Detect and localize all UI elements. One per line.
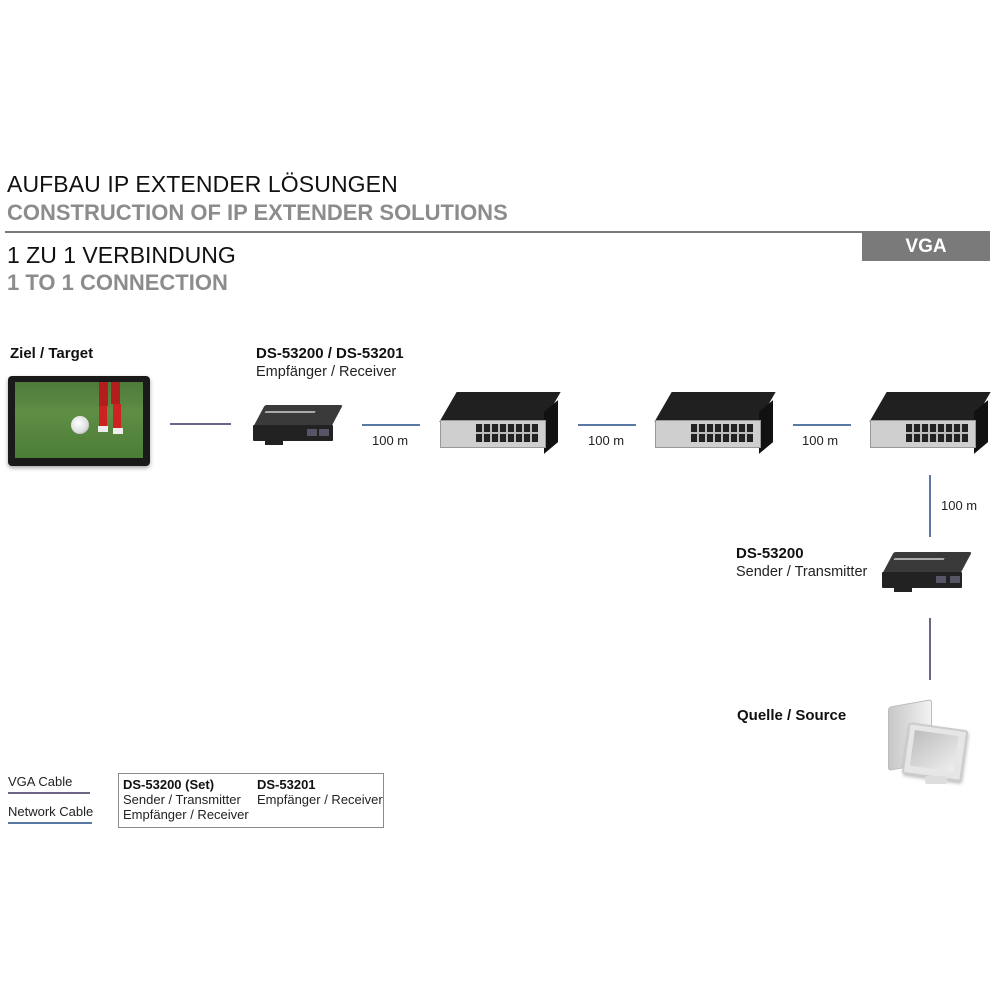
target-label: Ziel / Target bbox=[10, 345, 94, 362]
vga-cable-source bbox=[929, 618, 931, 680]
network-switch-icon bbox=[439, 392, 561, 456]
receiver-extender-icon bbox=[253, 405, 343, 445]
subtitle-english: 1 TO 1 CONNECTION bbox=[7, 270, 228, 295]
title-german: AUFBAU IP EXTENDER LÖSUNGEN bbox=[7, 171, 398, 197]
legend-vga-cable: VGA Cable bbox=[8, 774, 73, 789]
vga-badge: VGA bbox=[862, 232, 990, 261]
monitor-icon bbox=[8, 376, 150, 466]
legend-product-1-line-1: Sender / Transmitter bbox=[123, 792, 241, 807]
network-switch-icon bbox=[869, 392, 991, 456]
legend-vga-line bbox=[8, 792, 90, 794]
legend-product-1-model: DS-53200 (Set) bbox=[123, 777, 215, 792]
receiver-model: DS-53200 / DS-53201 bbox=[256, 345, 404, 362]
transmitter-role: Sender / Transmitter bbox=[736, 564, 868, 580]
source-label: Quelle / Source bbox=[737, 707, 847, 724]
title-english: CONSTRUCTION OF IP EXTENDER SOLUTIONS bbox=[7, 200, 508, 225]
vga-cable-target bbox=[170, 423, 231, 425]
legend-product-2-model: DS-53201 bbox=[257, 777, 316, 792]
distance-2: 100 m bbox=[588, 433, 625, 448]
pc-stand bbox=[925, 776, 947, 784]
legend-network-line bbox=[8, 822, 92, 824]
legend-product-1-line-2: Empfänger / Receiver bbox=[123, 807, 249, 822]
product-legend-box bbox=[118, 773, 384, 828]
pc-monitor-icon bbox=[901, 722, 969, 782]
transmitter-extender-icon bbox=[882, 552, 972, 592]
legend-product-2-line-1: Empfänger / Receiver bbox=[257, 792, 383, 807]
transmitter-model: DS-53200 bbox=[736, 545, 804, 562]
distance-4: 100 m bbox=[941, 498, 978, 513]
distance-3: 100 m bbox=[802, 433, 839, 448]
receiver-role: Empfänger / Receiver bbox=[256, 364, 397, 380]
network-cable-4 bbox=[929, 475, 931, 537]
header-divider bbox=[5, 231, 990, 233]
network-cable-1 bbox=[362, 424, 420, 426]
network-switch-icon bbox=[654, 392, 776, 456]
legend-network-cable: Network Cable bbox=[8, 804, 94, 819]
distance-1: 100 m bbox=[372, 433, 409, 448]
network-cable-2 bbox=[578, 424, 636, 426]
network-cable-3 bbox=[793, 424, 851, 426]
subtitle-german: 1 ZU 1 VERBINDUNG bbox=[7, 242, 236, 268]
